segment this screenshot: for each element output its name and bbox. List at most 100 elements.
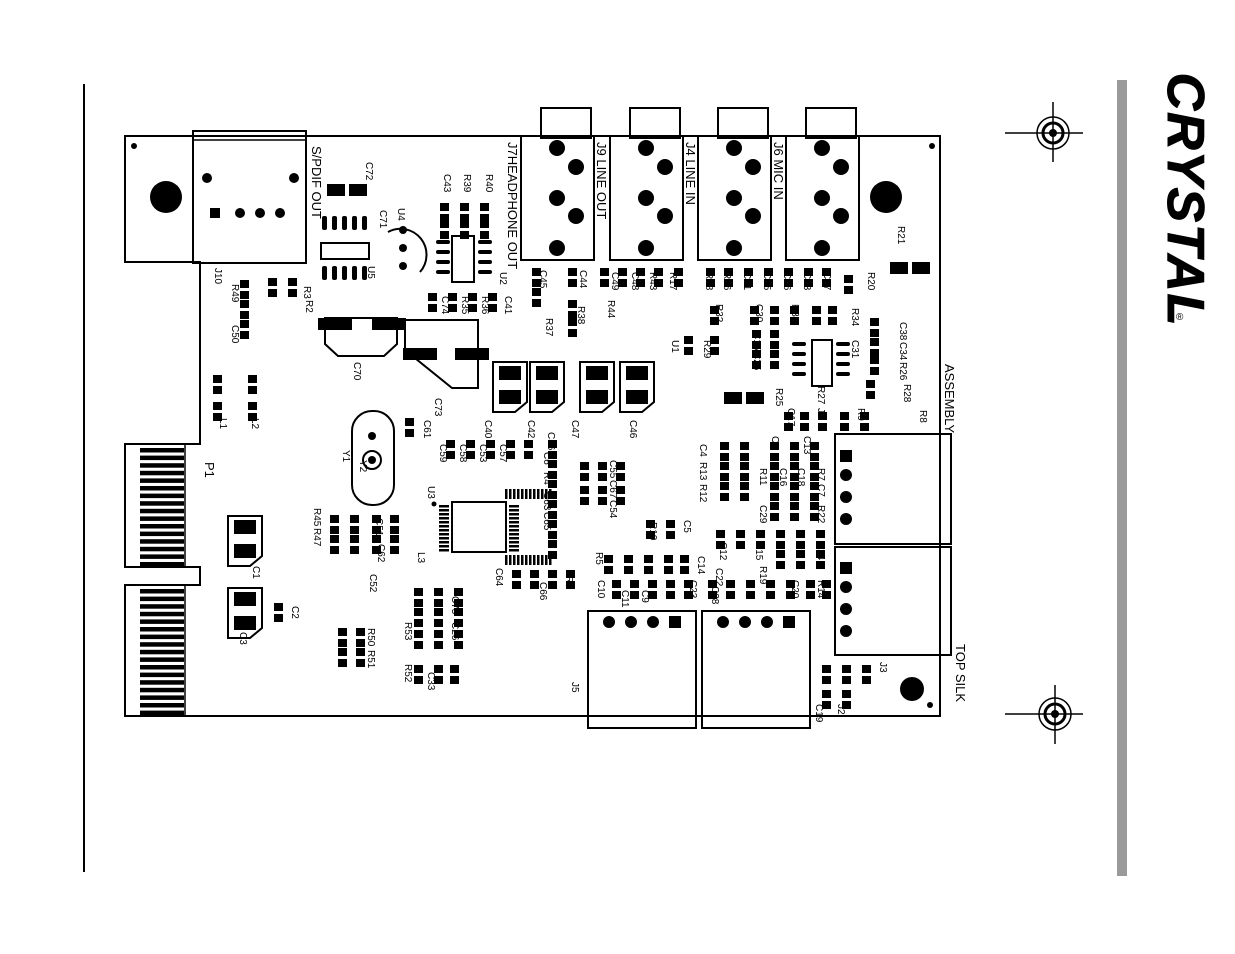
component-ref-label: C74 xyxy=(439,296,450,315)
component-ref-label: C64 xyxy=(493,568,504,587)
crystal-y1 xyxy=(351,410,395,506)
component-ref-label: C49 xyxy=(609,272,620,291)
component-ref-label: C13 xyxy=(801,436,812,455)
component-ref-label: L3 xyxy=(415,552,426,564)
component-ref-label: C10 xyxy=(595,580,606,599)
component-ref-label: C24 xyxy=(815,542,826,561)
component-ref-label: R6 xyxy=(563,576,574,589)
side-bar xyxy=(1117,80,1127,876)
component-ref-label: C57 xyxy=(497,444,508,463)
component-ref-label: R10 xyxy=(647,522,658,541)
capacitor-c70 xyxy=(318,317,406,357)
component-ref-label: C37 xyxy=(821,272,832,291)
component-ref-label: R20 xyxy=(865,272,876,291)
component-ref-label: C28 xyxy=(709,586,720,605)
component-ref-label: R11 xyxy=(757,468,768,486)
component-ref-label: R22 xyxy=(815,505,826,524)
line-out-label: J9 LINE OUT xyxy=(594,142,609,219)
component-ref-label: U1 xyxy=(669,340,680,353)
component-ref-label: C46 xyxy=(627,420,638,439)
component-ref-label: R8 xyxy=(917,410,928,423)
registration-target-bottom xyxy=(1005,685,1083,744)
component-ref-label: C26 xyxy=(449,622,460,641)
component-ref-label: R35 xyxy=(459,296,470,315)
component-ref-label: R2 xyxy=(303,300,314,313)
chip-u5 xyxy=(320,242,370,260)
component-ref-label: R51 xyxy=(365,650,376,669)
component-ref-label: C3 xyxy=(237,632,248,645)
component-ref-label: C67 xyxy=(607,480,618,499)
component-ref-label: R14 xyxy=(815,580,826,599)
layer-title: TOP SILK xyxy=(953,644,968,702)
component-ref-label: C5 xyxy=(681,520,692,533)
line-in-label: J4 LINE IN xyxy=(683,142,698,205)
component-ref-label: C34 xyxy=(897,342,908,361)
component-ref-label: C22 xyxy=(713,568,724,587)
layer-subtitle: ASSEMBLY xyxy=(942,364,957,433)
spdif-connector-j10 xyxy=(192,130,307,264)
component-ref-label: C18 xyxy=(795,468,806,487)
component-ref-label: R53 xyxy=(402,622,413,641)
component-ref-label: C48 xyxy=(629,272,640,291)
component-ref-label: C43 xyxy=(441,174,452,193)
component-ref-label: R34 xyxy=(849,308,860,327)
component-ref-label: R3 xyxy=(301,286,312,299)
component-ref-label: R17 xyxy=(667,272,678,291)
component-ref-label: R4 xyxy=(541,472,552,485)
component-ref-label: U2 xyxy=(497,272,508,285)
component-ref-label: U5 xyxy=(365,266,376,279)
component-ref-label: C23 xyxy=(687,580,698,599)
capacitor-c73 xyxy=(403,319,489,389)
component-ref-label: J2 xyxy=(835,704,846,715)
component-ref-label: C31 xyxy=(849,340,860,359)
component-ref-label: L2 xyxy=(249,418,260,430)
component-ref-label: R52 xyxy=(402,664,413,683)
component-ref-label: R7 xyxy=(815,468,826,481)
component-ref-label: R37 xyxy=(543,318,554,337)
component-ref-label: U3 xyxy=(425,486,436,499)
component-ref-label: C70 xyxy=(351,362,362,381)
component-ref-label: C11 xyxy=(619,590,630,608)
component-ref-label: C19 xyxy=(813,704,824,723)
component-ref-label: C62 xyxy=(375,544,386,563)
component-ref-label: C2 xyxy=(289,606,300,619)
component-ref-label: C65 xyxy=(541,512,552,531)
component-ref-label: C29 xyxy=(757,505,768,524)
audio-jack-j7 xyxy=(520,107,595,261)
component-ref-label: R43 xyxy=(647,272,658,291)
spdif-label: S/PDIF OUT xyxy=(309,146,324,219)
mounting-hole xyxy=(870,181,902,213)
component-ref-label: C1 xyxy=(250,566,261,579)
smd-pads xyxy=(213,184,930,709)
component-ref-label: C55 xyxy=(607,460,618,479)
component-ref-label: R45 xyxy=(311,508,322,527)
component-ref-label: R40 xyxy=(483,174,494,193)
regulator-u4 xyxy=(387,226,428,273)
component-ref-label: R29 xyxy=(701,340,712,359)
component-ref-label: R26 xyxy=(897,362,908,381)
mic-in-label: J6 MIC IN xyxy=(771,142,786,200)
component-ref-label: C12 xyxy=(717,542,728,561)
chip-u1 xyxy=(811,339,833,387)
connector-j2 xyxy=(587,610,697,729)
component-ref-label: J5 xyxy=(569,682,580,693)
component-ref-label: C17 xyxy=(785,408,796,427)
component-ref-label: C59 xyxy=(437,444,448,463)
component-ref-label: C45 xyxy=(537,270,548,289)
component-ref-label: C6 xyxy=(541,452,552,465)
registration-target-top xyxy=(1005,102,1083,162)
component-ref-label: J3 xyxy=(877,662,888,673)
component-ref-label: R47 xyxy=(311,528,322,547)
via xyxy=(927,702,933,708)
audio-jack-j9 xyxy=(609,107,684,261)
component-ref-label: C4 xyxy=(697,444,708,457)
component-ref-label: C21 xyxy=(741,272,752,291)
component-ref-label: R39 xyxy=(461,174,472,193)
mounting-hole xyxy=(150,181,182,213)
component-ref-label: C9 xyxy=(639,590,650,603)
audio-jack-j6 xyxy=(785,107,860,261)
header-j1 xyxy=(834,433,952,545)
component-ref-label: R21 xyxy=(895,226,906,245)
component-ref-label: R16 xyxy=(721,272,732,291)
